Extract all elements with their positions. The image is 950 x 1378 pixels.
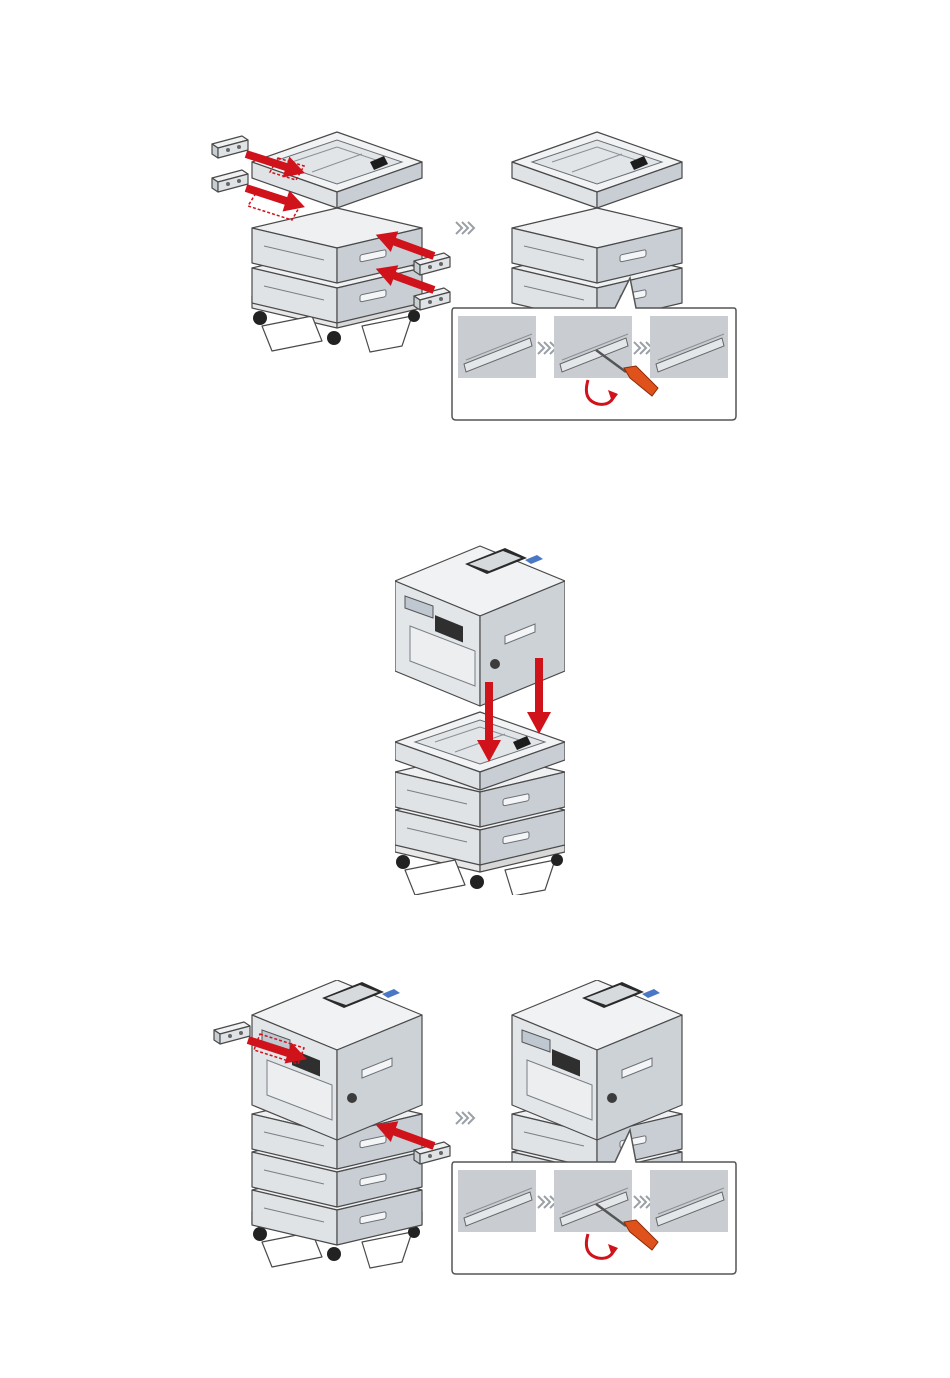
figure-step-1	[200, 118, 750, 428]
tray-stack	[395, 712, 565, 895]
chevron-right-icon	[456, 1112, 474, 1124]
tray-stack-right	[512, 132, 682, 323]
figure-step-2	[395, 540, 565, 895]
bracket-icon	[212, 170, 248, 192]
bracket-icon	[212, 136, 248, 158]
bracket-icon	[214, 1022, 250, 1044]
figure-step-3	[200, 980, 750, 1280]
chevron-right-icon	[456, 222, 474, 234]
